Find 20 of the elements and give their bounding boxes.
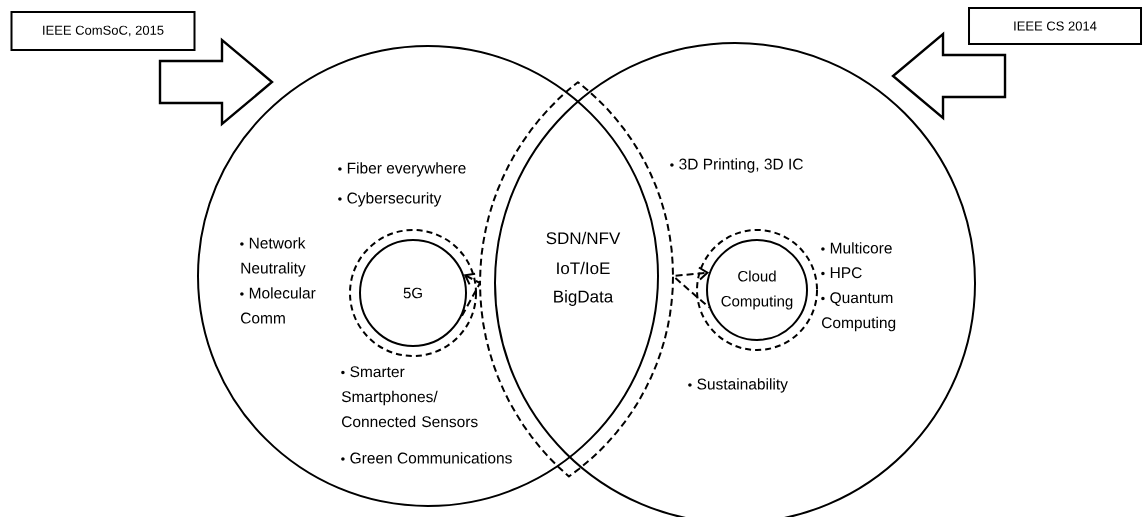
dashed-curve bbox=[460, 275, 711, 478]
block-arrow bbox=[158, 37, 274, 127]
bullet-item: Multicore bbox=[821, 242, 892, 254]
overlap-term: IoT/IoE bbox=[557, 261, 610, 275]
overlap-term: BigData bbox=[554, 290, 614, 306]
source-box: IEEE ComSoC, 2015 bbox=[10, 11, 196, 51]
bullet-item: HPC bbox=[821, 267, 862, 279]
bullet-item: Green Communications bbox=[341, 452, 512, 464]
bullet-item: Cybersecurity bbox=[338, 192, 442, 207]
bullet-item: Fiber everywhere bbox=[338, 162, 466, 177]
block-arrow bbox=[891, 31, 1007, 121]
bullet-item: Smarter Smartphones/ Connected Sensors bbox=[341, 366, 478, 428]
dashed-arrow bbox=[463, 81, 710, 286]
bullet-item: Network Neutrality bbox=[240, 237, 306, 277]
bullet-item: Sustainability bbox=[688, 378, 788, 393]
source-box: IEEE CS 2014 bbox=[968, 7, 1142, 45]
overlap-term: SDN/NFV bbox=[546, 231, 621, 245]
bullet-item: Molecular Comm bbox=[240, 287, 316, 324]
bullet-item: Quantum Computing bbox=[821, 292, 896, 332]
bullet-item: 3D Printing, 3D IC bbox=[670, 158, 803, 173]
